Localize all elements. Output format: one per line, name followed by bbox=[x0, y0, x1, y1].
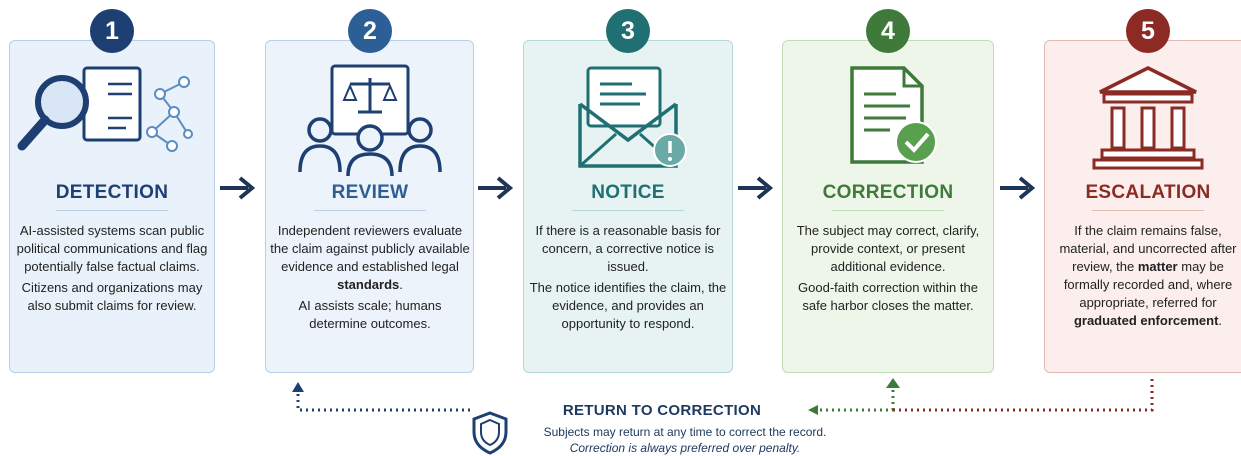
step-title: CORRECTION bbox=[822, 182, 954, 203]
text-run: Independent reviewers evaluate the claim… bbox=[270, 223, 470, 274]
divider bbox=[572, 210, 684, 211]
return-description: Subjects may return at any time to corre… bbox=[543, 425, 827, 439]
text-run: may be formally recorded and, where appr… bbox=[1063, 259, 1233, 310]
arrow-up-icon bbox=[292, 382, 304, 392]
divider bbox=[314, 210, 426, 211]
step-description: AI-assisted systems scan public politica… bbox=[12, 222, 212, 318]
divider bbox=[1092, 210, 1204, 211]
arrow-right-icon bbox=[220, 176, 256, 200]
step-paragraph: Independent reviewers evaluate the claim… bbox=[270, 222, 470, 294]
courthouse-icon bbox=[1092, 66, 1204, 170]
emphasis: standards bbox=[337, 277, 400, 292]
step-paragraph: Good-faith correction within the safe ha… bbox=[798, 280, 978, 313]
step-description: If the claim remains false, material, an… bbox=[1048, 222, 1241, 333]
emphasis: matter bbox=[1137, 259, 1178, 274]
step-description: The subject may correct, clarify, provid… bbox=[788, 222, 988, 318]
arrow-right-icon bbox=[478, 176, 514, 200]
magnifier-document-network-icon bbox=[17, 66, 193, 152]
arrow-left-icon bbox=[808, 405, 818, 415]
step-paragraph: Citizens and organizations may also subm… bbox=[21, 280, 203, 313]
step-number-badge: 5 bbox=[1126, 9, 1170, 53]
step-paragraph: AI assists scale; humans determine outco… bbox=[298, 298, 442, 331]
dotted-connector bbox=[296, 394, 470, 412]
return-note: Correction is always preferred over pena… bbox=[569, 441, 801, 455]
divider bbox=[56, 210, 168, 211]
step-number-badge: 3 bbox=[606, 9, 650, 53]
step-title: REVIEW bbox=[331, 182, 409, 203]
step-number-badge: 1 bbox=[90, 9, 134, 53]
return-title: RETURN TO CORRECTION bbox=[562, 402, 762, 419]
emphasis: graduated enforcement bbox=[1073, 313, 1219, 328]
step-title: ESCALATION bbox=[1085, 182, 1211, 203]
arrow-up-icon bbox=[886, 378, 900, 388]
text-run: . bbox=[1218, 313, 1223, 328]
dotted-connector bbox=[893, 376, 1154, 412]
step-title: DETECTION bbox=[55, 182, 169, 203]
step-description: If there is a reasonable basis for conce… bbox=[528, 222, 728, 336]
arrow-right-icon bbox=[1000, 176, 1036, 200]
return-loop-connectors bbox=[292, 376, 1154, 415]
arrow-right-icon bbox=[738, 176, 774, 200]
step-paragraph: The subject may correct, clarify, provid… bbox=[796, 223, 980, 274]
reviewers-scales-icon bbox=[298, 64, 442, 177]
document-checkmark-icon bbox=[850, 66, 937, 164]
step-paragraph: If the claim remains false, material, an… bbox=[1048, 222, 1241, 330]
step-paragraph: The notice identifies the claim, the evi… bbox=[529, 280, 727, 331]
shield-icon bbox=[472, 411, 508, 455]
step-description: Independent reviewers evaluate the claim… bbox=[270, 222, 470, 336]
step-paragraph: AI-assisted systems scan public politica… bbox=[16, 223, 208, 274]
envelope-alert-icon bbox=[578, 66, 687, 168]
step-paragraph: If there is a reasonable basis for conce… bbox=[535, 223, 721, 274]
step-title: NOTICE bbox=[591, 182, 665, 203]
text-run: If the claim remains false, material, an… bbox=[1059, 223, 1237, 274]
divider bbox=[832, 210, 944, 211]
step-number-badge: 4 bbox=[866, 9, 910, 53]
text-run: . bbox=[399, 277, 403, 292]
step-number-badge: 2 bbox=[348, 9, 392, 53]
